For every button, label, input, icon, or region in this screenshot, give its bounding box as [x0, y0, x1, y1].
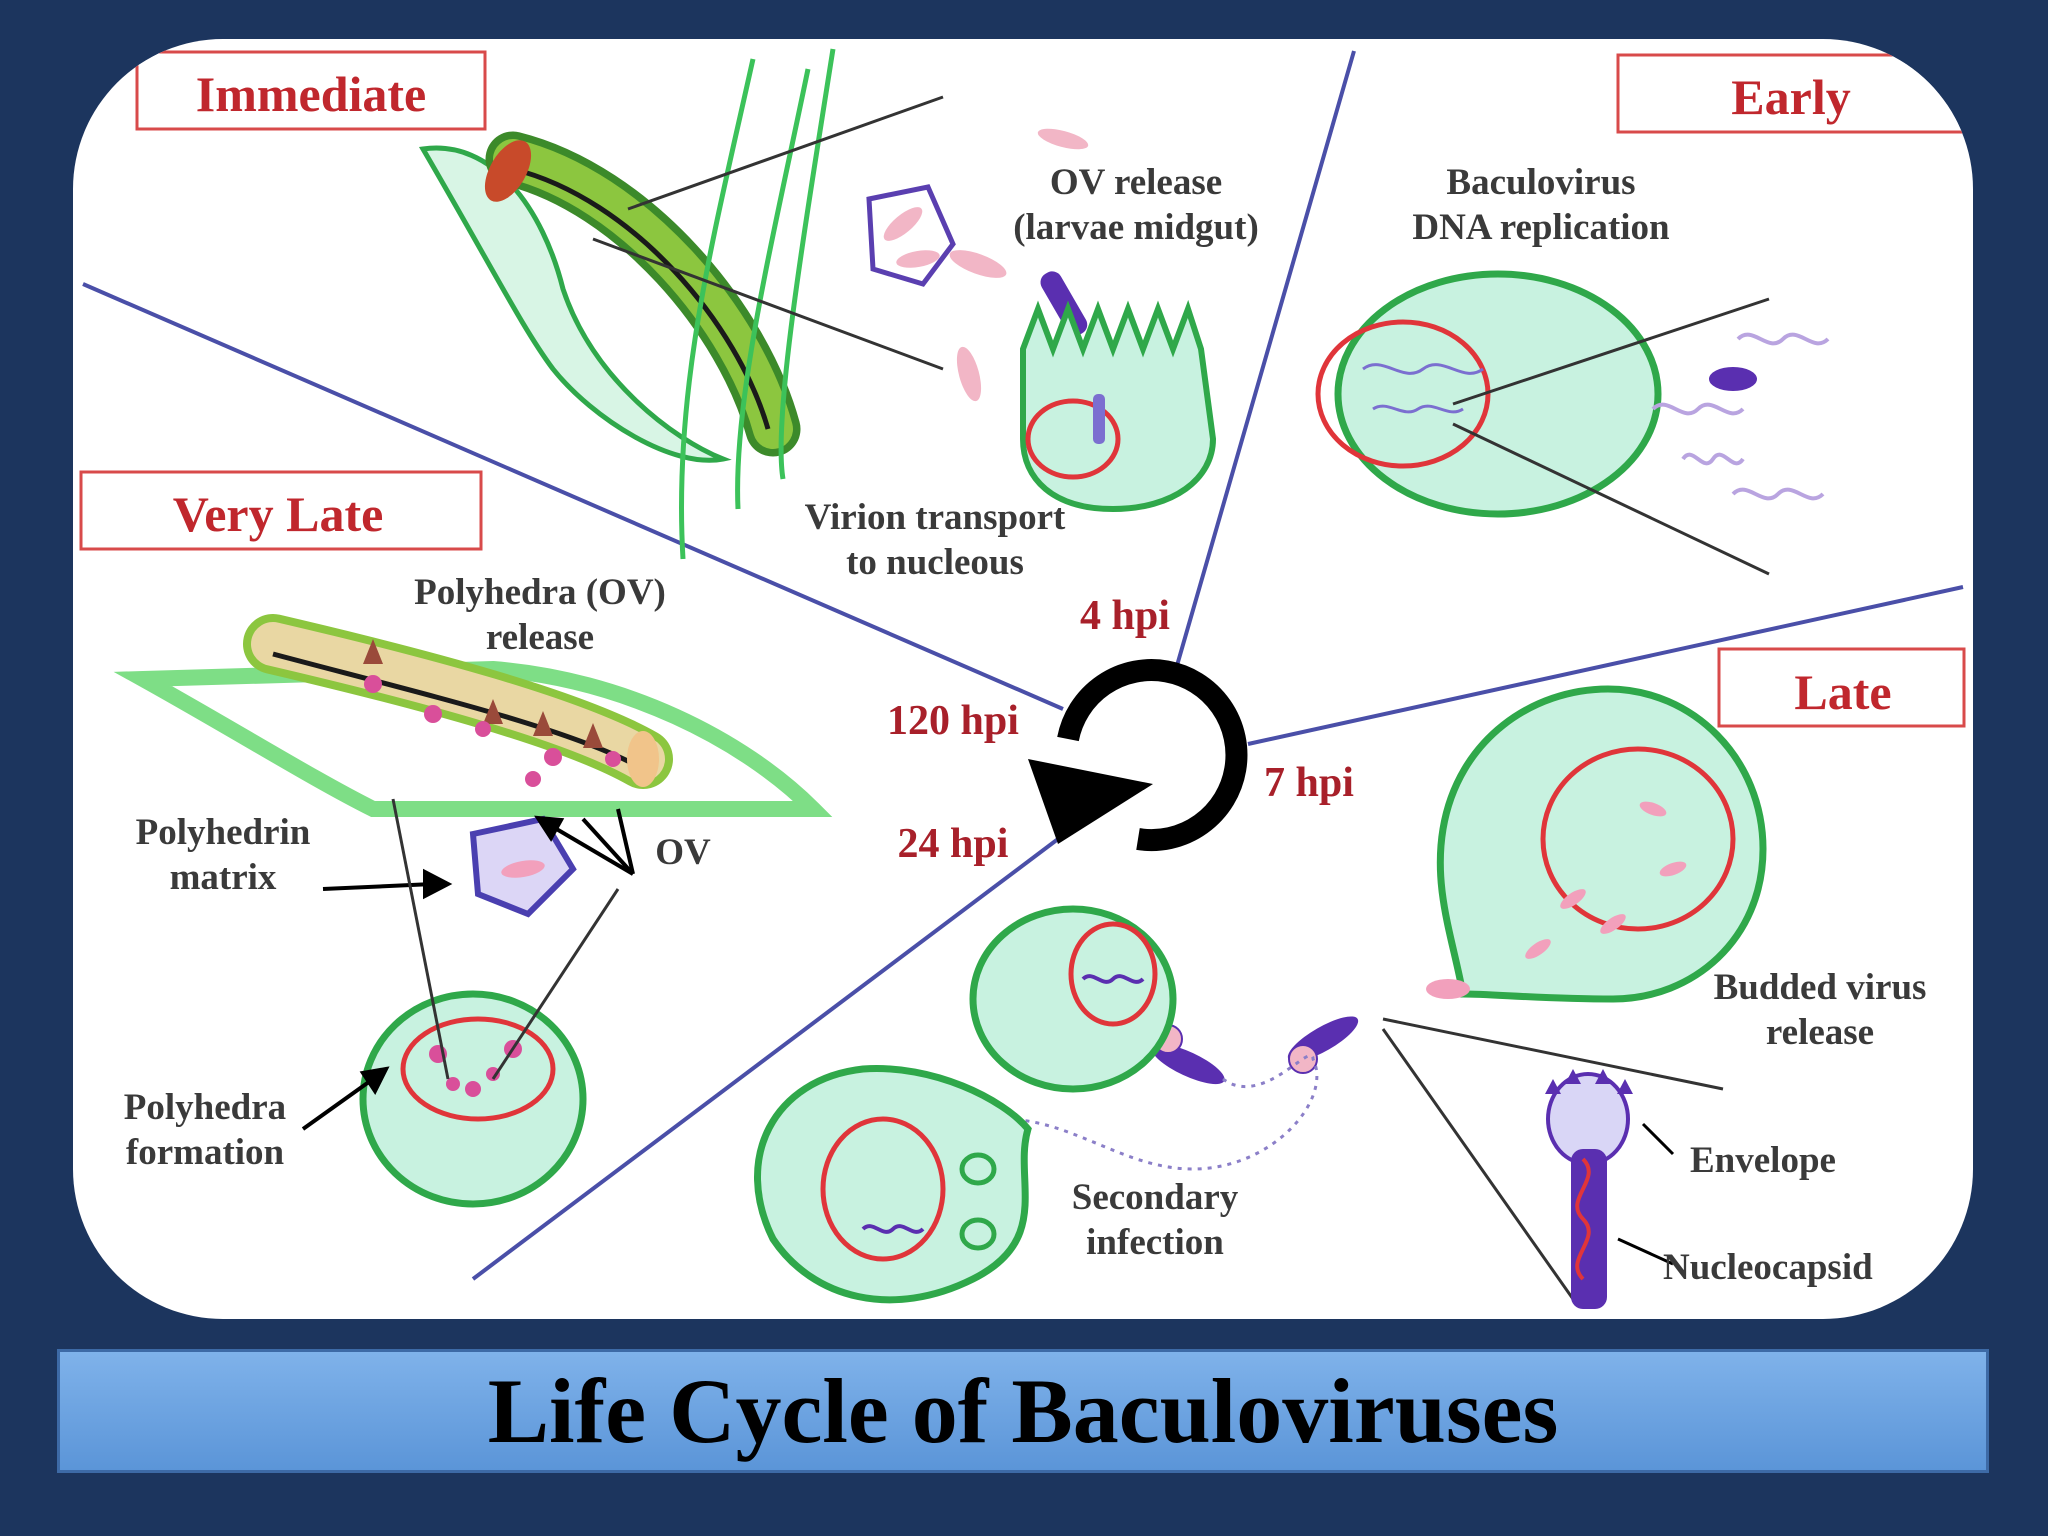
secondary-cell-left — [969, 905, 1177, 1093]
polyhedrin-crystal — [469, 815, 577, 918]
svg-text:(larvae midgut): (larvae midgut) — [1013, 207, 1259, 248]
phase-label-late: Late — [1717, 647, 1966, 728]
phase-label-immediate: Immediate — [135, 50, 487, 131]
early-cell — [1315, 270, 1662, 518]
leaf-larva-very-late — [113, 614, 833, 817]
callout-line — [627, 95, 944, 211]
callout-line — [1382, 1017, 1724, 1091]
svg-text:Late: Late — [1794, 664, 1891, 720]
svg-text:OV release: OV release — [1050, 162, 1222, 203]
divider-top — [1174, 50, 1356, 670]
svg-text:Polyhedra: Polyhedra — [124, 1087, 286, 1128]
life-cycle-diagram: Immediate Early Very Late Late 4 hpi 7 h… — [79, 48, 1973, 1309]
label-envelope: Envelope — [1690, 1140, 1836, 1181]
svg-text:Polyhedra (OV): Polyhedra (OV) — [414, 572, 666, 613]
callout-line — [391, 798, 450, 1080]
cycle-arrow-icon — [1028, 659, 1248, 852]
envelope-pointer — [1641, 1122, 1675, 1156]
svg-text:Budded virus: Budded virus — [1714, 967, 1927, 1008]
svg-text:Secondary: Secondary — [1072, 1177, 1239, 1218]
svg-text:DNA replication: DNA replication — [1412, 207, 1670, 248]
nucleocapsid-diagram — [1545, 1069, 1633, 1309]
nucleocapsid-pointer — [1617, 1237, 1674, 1266]
timepoint-120hpi: 120 hpi — [887, 698, 1019, 744]
svg-text:Polyhedrin: Polyhedrin — [136, 812, 311, 853]
sector-dividers — [82, 50, 1964, 1281]
leaf-larva-immediate — [418, 131, 801, 463]
label-virion-transport: Virion transport to nucleous — [805, 497, 1066, 583]
very-late-cell — [359, 990, 587, 1208]
secondary-cell-bottom — [754, 1065, 1032, 1304]
timepoint-24hpi: 24 hpi — [898, 821, 1009, 867]
callout-line — [592, 237, 944, 371]
svg-text:infection: infection — [1086, 1222, 1224, 1263]
infection-path — [1002, 1053, 1319, 1171]
pointer-arrows — [301, 808, 635, 1131]
callout-line — [1452, 422, 1770, 576]
budded-virions — [1151, 1016, 1359, 1085]
label-nucleocapsid: Nucleocapsid — [1663, 1247, 1873, 1288]
label-ov-release: OV release (larvae midgut) — [1013, 162, 1259, 248]
phase-label-very-late: Very Late — [79, 470, 483, 551]
label-polyhedra-formation: Polyhedra formation — [124, 1087, 286, 1173]
label-budded-virus-release: Budded virus release — [1714, 967, 1927, 1053]
ov-polyhedra-group — [866, 128, 1089, 402]
svg-text:to nucleous: to nucleous — [846, 542, 1024, 583]
svg-text:Virion transport: Virion transport — [805, 497, 1066, 538]
label-polyhedra-release: Polyhedra (OV) release — [414, 572, 666, 658]
divider-right — [1247, 585, 1964, 746]
page-title: Life Cycle of Baculoviruses — [487, 1360, 1559, 1462]
divider-bottom — [471, 837, 1060, 1281]
svg-text:Very Late: Very Late — [173, 486, 384, 542]
svg-text:Baculovirus: Baculovirus — [1446, 162, 1635, 203]
phase-label-early: Early — [1616, 53, 1973, 134]
late-budding-cell — [1426, 685, 1767, 1003]
callout-line — [491, 888, 620, 1080]
polyhedra-dots — [364, 675, 621, 787]
timepoint-7hpi: 7 hpi — [1264, 760, 1354, 806]
virion-icon — [1709, 367, 1757, 391]
svg-text:release: release — [486, 617, 594, 658]
callout-line — [1452, 297, 1770, 406]
svg-text:formation: formation — [126, 1132, 285, 1173]
dna-strands — [1651, 332, 1830, 501]
svg-text:release: release — [1766, 1012, 1874, 1053]
callout-line — [1381, 1028, 1575, 1300]
svg-text:matrix: matrix — [170, 857, 277, 898]
title-banner: Life Cycle of Baculoviruses — [57, 1349, 1989, 1473]
diagram-panel: Immediate Early Very Late Late 4 hpi 7 h… — [73, 39, 1973, 1319]
svg-text:Immediate: Immediate — [196, 66, 427, 122]
svg-text:Early: Early — [1731, 69, 1850, 125]
divider-left — [82, 282, 1064, 711]
label-dna-replication: Baculovirus DNA replication — [1412, 162, 1670, 248]
midgut-cell — [1020, 299, 1217, 513]
timepoint-4hpi: 4 hpi — [1080, 593, 1170, 639]
label-secondary-infection: Secondary infection — [1072, 1177, 1239, 1263]
label-polyhedrin-matrix: Polyhedrin matrix — [136, 812, 311, 898]
label-ov: OV — [655, 832, 711, 873]
